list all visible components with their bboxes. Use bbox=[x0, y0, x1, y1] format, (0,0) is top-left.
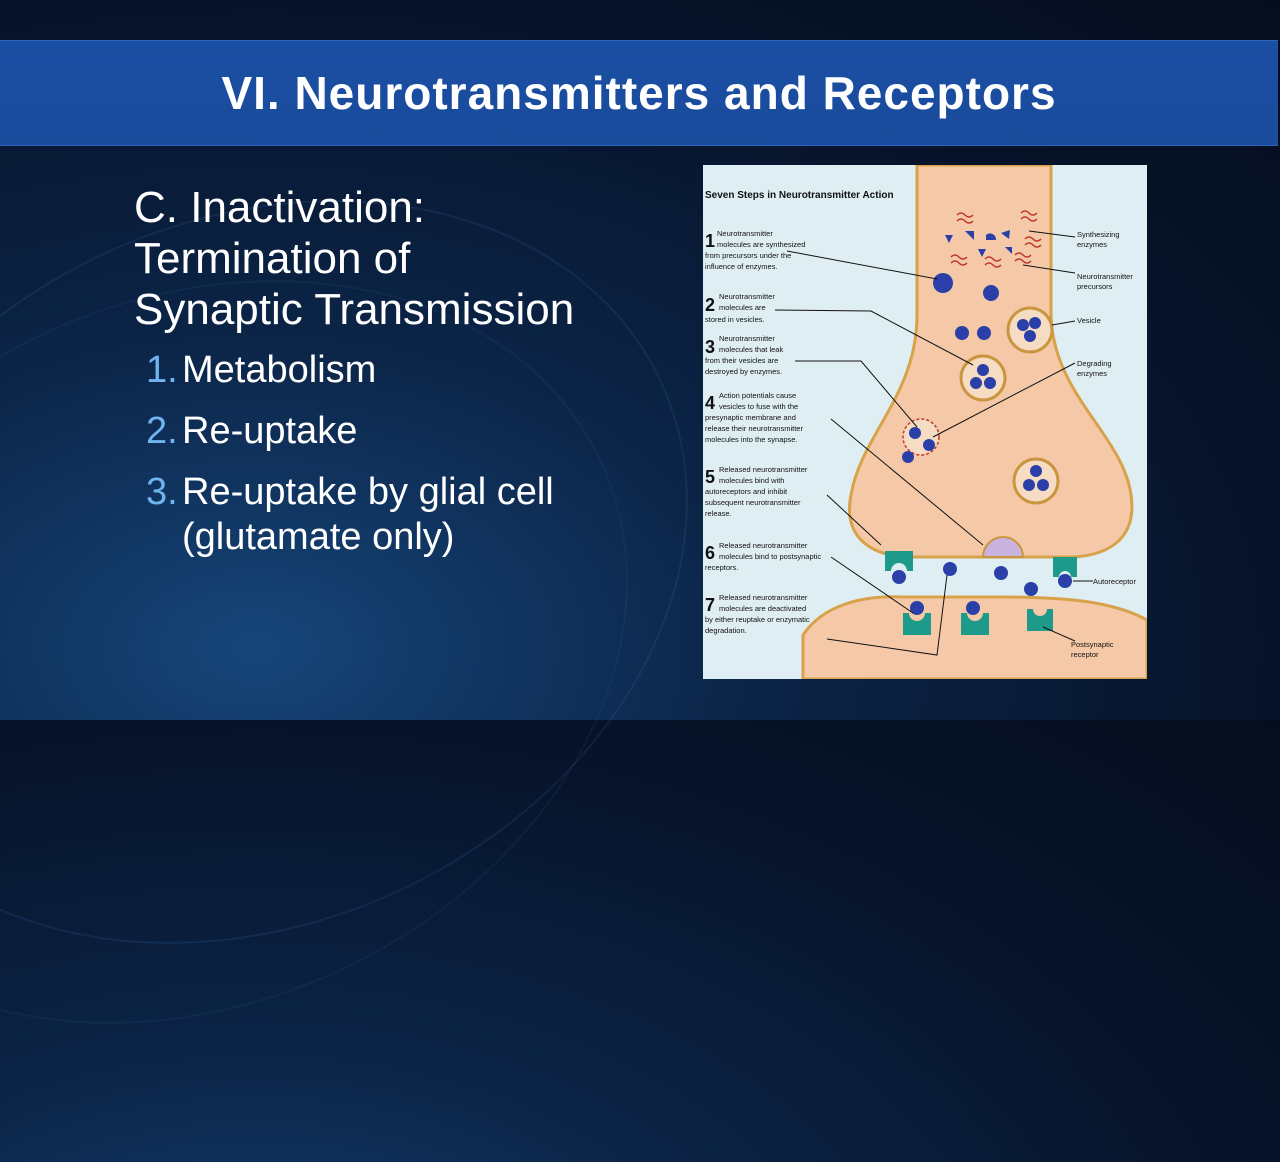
released-molecule bbox=[1024, 582, 1038, 596]
step-number: 2 bbox=[705, 295, 715, 315]
step-number: 6 bbox=[705, 543, 715, 563]
synapse-diagram: Seven Steps in Neurotransmitter Action bbox=[703, 165, 1147, 679]
step-text: Released neurotransmitter bbox=[719, 541, 808, 550]
heading-line: Termination of bbox=[134, 234, 411, 283]
step-text: by either reuptake or enzymatic bbox=[705, 615, 810, 624]
list-number: 2. bbox=[146, 410, 178, 452]
list-text: Re-uptake by glial cell (glutamate only) bbox=[182, 471, 554, 558]
slide-title: VI. Neurotransmitters and Receptors bbox=[221, 67, 1057, 119]
released-molecule bbox=[994, 566, 1008, 580]
step-4: 4 Action potentials cause vesicles to fu… bbox=[705, 391, 803, 444]
synthesizing-enzymes bbox=[950, 210, 1042, 268]
label-precursors: precursors bbox=[1077, 282, 1113, 291]
list-number: 1. bbox=[146, 349, 178, 391]
step-text: degradation. bbox=[705, 626, 747, 635]
step-6: 6 Released neurotransmitter molecules bi… bbox=[705, 541, 821, 572]
step-2: 2 Neurotransmitter molecules are stored … bbox=[705, 292, 775, 324]
step-text: molecules are bbox=[719, 303, 766, 312]
postsynaptic-receptor bbox=[903, 609, 1053, 635]
inactivation-list: 1. Metabolism 2. Re-uptake 3. Re-uptake … bbox=[146, 348, 666, 576]
step-3: 3 Neurotransmitter molecules that leak f… bbox=[705, 334, 783, 376]
step-text: Action potentials cause bbox=[719, 391, 796, 400]
postsynaptic-cell bbox=[801, 595, 1147, 679]
step-text: from their vesicles are bbox=[705, 356, 778, 365]
label-degrading-enzymes: Degrading bbox=[1077, 359, 1112, 368]
step-text: molecules are synthesized bbox=[717, 240, 805, 249]
step-text: autoreceptors and inhibit bbox=[705, 487, 788, 496]
step-text: receptors. bbox=[705, 563, 738, 572]
synapse-figure: Seven Steps in Neurotransmitter Action bbox=[703, 165, 1147, 679]
figure-title: Seven Steps in Neurotransmitter Action bbox=[705, 190, 894, 201]
section-heading: C. Inactivation: Termination of Synaptic… bbox=[134, 182, 654, 335]
heading-line: Synaptic Transmission bbox=[134, 285, 575, 334]
step-text: release their neurotransmitter bbox=[705, 424, 803, 433]
step-text: vesicles to fuse with the bbox=[719, 402, 798, 411]
heading-line: C. Inactivation: bbox=[134, 183, 426, 232]
label-postsynaptic-receptor: receptor bbox=[1071, 650, 1099, 659]
step-number: 5 bbox=[705, 467, 715, 487]
step-number: 7 bbox=[705, 595, 715, 615]
step-number: 3 bbox=[705, 337, 715, 357]
step-text: release. bbox=[705, 509, 732, 518]
step-1: 1 Neurotransmitter molecules are synthes… bbox=[705, 229, 805, 271]
bound-molecule bbox=[1058, 574, 1072, 588]
list-item: 1. Metabolism bbox=[146, 348, 666, 393]
step-text: Released neurotransmitter bbox=[719, 465, 808, 474]
label-synthesizing-enzymes: enzymes bbox=[1077, 240, 1107, 249]
free-molecule bbox=[955, 326, 969, 340]
label-precursors: Neurotransmitter bbox=[1077, 272, 1133, 281]
step-text: molecules bind with bbox=[719, 476, 784, 485]
step-text: Released neurotransmitter bbox=[719, 593, 808, 602]
synthesized-molecule bbox=[933, 273, 953, 293]
fusing-vesicle bbox=[981, 536, 1025, 558]
list-item: 3. Re-uptake by glial cell (glutamate on… bbox=[146, 470, 666, 560]
list-number: 3. bbox=[146, 471, 178, 513]
step-text: presynaptic membrane and bbox=[705, 413, 796, 422]
label-postsynaptic-receptor: Postsynaptic bbox=[1071, 640, 1114, 649]
released-molecule bbox=[943, 562, 957, 576]
vesicle bbox=[1006, 306, 1054, 354]
autoreceptor bbox=[885, 551, 1077, 577]
step-text: molecules bind to postsynaptic bbox=[719, 552, 821, 561]
step-text: influence of enzymes. bbox=[705, 262, 778, 271]
step-arrows bbox=[774, 230, 1093, 656]
released-molecule bbox=[910, 601, 924, 615]
label-degrading-enzymes: enzymes bbox=[1077, 369, 1107, 378]
precursor-molecules bbox=[945, 230, 1012, 257]
step-text: destroyed by enzymes. bbox=[705, 367, 782, 376]
label-synthesizing-enzymes: Synthesizing bbox=[1077, 230, 1120, 239]
vesicle bbox=[1012, 457, 1060, 505]
step-number: 4 bbox=[705, 393, 715, 413]
free-molecule bbox=[977, 326, 991, 340]
step-text: stored in vesicles. bbox=[705, 315, 765, 324]
label-autoreceptor: Autoreceptor bbox=[1093, 577, 1136, 586]
step-text: molecules into the synapse. bbox=[705, 435, 798, 444]
list-text: Metabolism bbox=[182, 349, 377, 391]
released-molecule bbox=[966, 601, 980, 615]
label-vesicle: Vesicle bbox=[1077, 316, 1101, 325]
step-text: Neurotransmitter bbox=[719, 292, 775, 301]
step-text: molecules are deactivated bbox=[719, 604, 806, 613]
title-bar: VI. Neurotransmitters and Receptors bbox=[0, 40, 1278, 146]
step-text: Neurotransmitter bbox=[719, 334, 775, 343]
leaky-vesicle bbox=[902, 418, 940, 463]
synthesized-molecule bbox=[983, 285, 999, 301]
vesicle bbox=[959, 354, 1007, 402]
list-item: 2. Re-uptake bbox=[146, 409, 666, 454]
step-text: Neurotransmitter bbox=[717, 229, 773, 238]
bound-molecule bbox=[892, 570, 906, 584]
step-7: 7 Released neurotransmitter molecules ar… bbox=[705, 593, 810, 635]
step-text: molecules that leak bbox=[719, 345, 783, 354]
step-number: 1 bbox=[705, 231, 715, 251]
list-text: Re-uptake bbox=[182, 410, 358, 452]
step-text: from precursors under the bbox=[705, 251, 791, 260]
step-text: subsequent neurotransmitter bbox=[705, 498, 801, 507]
step-5: 5 Released neurotransmitter molecules bi… bbox=[705, 465, 808, 518]
